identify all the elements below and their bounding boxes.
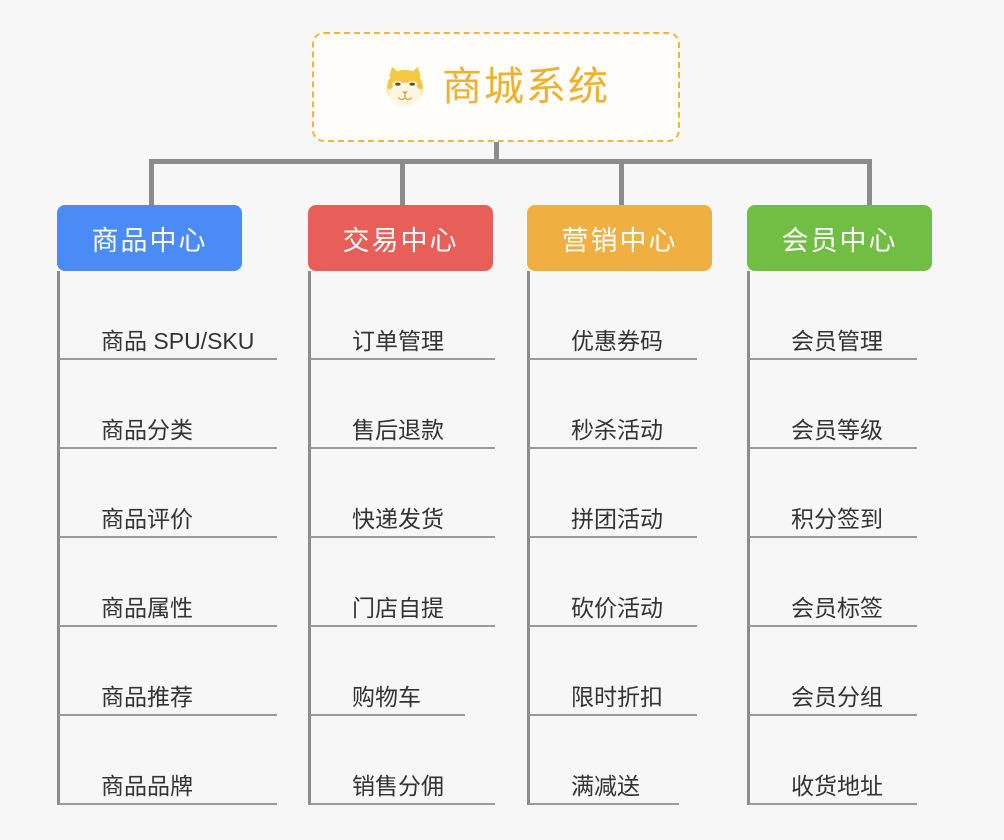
leaf-item[interactable]: 会员管理: [749, 271, 917, 360]
leaf-item[interactable]: 门店自提: [310, 538, 495, 627]
leaf-item[interactable]: 快递发货: [310, 449, 495, 538]
leaf-item[interactable]: 满减送: [529, 716, 679, 805]
connector-drop-2: [400, 159, 405, 207]
column-spine-1: [57, 271, 60, 805]
leaf-list-2: 订单管理 售后退款 快递发货 门店自提 购物车 销售分佣: [308, 271, 495, 805]
shiba-dog-face-icon: [382, 64, 428, 110]
leaf-item[interactable]: 拼团活动: [529, 449, 697, 538]
leaf-item[interactable]: 会员标签: [749, 538, 917, 627]
category-column-3: 营销中心 优惠券码 秒杀活动 拼团活动 砍价活动 限时折扣 满减送: [527, 205, 712, 805]
leaf-item[interactable]: 商品评价: [59, 449, 277, 538]
leaf-item[interactable]: 商品属性: [59, 538, 277, 627]
leaf-item[interactable]: 秒杀活动: [529, 360, 697, 449]
leaf-item[interactable]: 限时折扣: [529, 627, 697, 716]
leaf-item[interactable]: 砍价活动: [529, 538, 697, 627]
leaf-item[interactable]: 商品品牌: [59, 716, 277, 805]
connector-drop-4: [867, 159, 872, 207]
leaf-item[interactable]: 收货地址: [749, 716, 917, 805]
leaf-item[interactable]: 会员分组: [749, 627, 917, 716]
root-title: 商城系统: [442, 65, 610, 109]
leaf-item[interactable]: 商品分类: [59, 360, 277, 449]
leaf-item[interactable]: 商品 SPU/SKU: [59, 271, 277, 360]
leaf-item[interactable]: 购物车: [310, 627, 465, 716]
leaf-item[interactable]: 销售分佣: [310, 716, 495, 805]
leaf-item[interactable]: 商品推荐: [59, 627, 277, 716]
leaf-list-1: 商品 SPU/SKU 商品分类 商品评价 商品属性 商品推荐 商品品牌: [57, 271, 277, 805]
category-column-4: 会员中心 会员管理 会员等级 积分签到 会员标签 会员分组 收货地址: [747, 205, 932, 805]
category-header-3[interactable]: 营销中心: [527, 205, 712, 271]
leaf-list-3: 优惠券码 秒杀活动 拼团活动 砍价活动 限时折扣 满减送: [527, 271, 712, 805]
root-node[interactable]: 商城系统: [312, 32, 680, 142]
column-spine-3: [527, 271, 530, 805]
leaf-item[interactable]: 售后退款: [310, 360, 495, 449]
connector-trunk: [149, 159, 872, 164]
category-header-2[interactable]: 交易中心: [308, 205, 493, 271]
category-header-4[interactable]: 会员中心: [747, 205, 932, 271]
connector-drop-1: [149, 159, 154, 207]
leaf-item[interactable]: 优惠券码: [529, 271, 697, 360]
column-spine-4: [747, 271, 750, 805]
leaf-item[interactable]: 订单管理: [310, 271, 495, 360]
leaf-list-4: 会员管理 会员等级 积分签到 会员标签 会员分组 收货地址: [747, 271, 932, 805]
connector-root-stem: [494, 142, 499, 164]
category-column-1: 商品中心 商品 SPU/SKU 商品分类 商品评价 商品属性 商品推荐 商品品牌: [57, 205, 277, 805]
column-spine-2: [308, 271, 311, 805]
category-header-1[interactable]: 商品中心: [57, 205, 242, 271]
leaf-item[interactable]: 会员等级: [749, 360, 917, 449]
category-column-2: 交易中心 订单管理 售后退款 快递发货 门店自提 购物车 销售分佣: [308, 205, 495, 805]
leaf-item[interactable]: 积分签到: [749, 449, 917, 538]
connector-drop-3: [619, 159, 624, 207]
